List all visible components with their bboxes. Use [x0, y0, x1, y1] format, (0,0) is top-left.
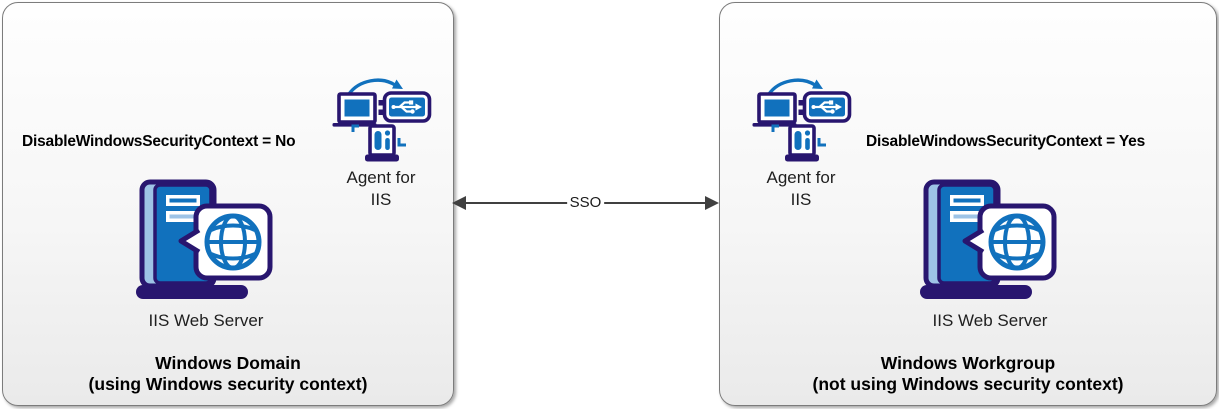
iis-web-server-icon	[136, 178, 276, 302]
agent-for-iis-label: Agent for IIS	[329, 167, 433, 211]
panel-title-windows-workgroup: Windows Workgroup	[880, 353, 1056, 373]
agent-for-iis-icon	[329, 74, 433, 166]
iis-web-server-label: IIS Web Server	[148, 311, 264, 330]
agent-for-iis-icon-svg	[329, 74, 433, 166]
iis-web-server-icon	[920, 178, 1060, 302]
setting-text-domain: DisableWindowsSecurityContext = No	[22, 133, 296, 150]
agent-for-iis-label: Agent for IIS	[749, 167, 853, 211]
agent-label-line1: Agent for	[346, 168, 416, 187]
agent-label-line2: IIS	[370, 190, 392, 209]
sso-label: SSO	[566, 194, 605, 212]
agent-for-iis-icon-svg	[749, 74, 853, 166]
setting-text-workgroup: DisableWindowsSecurityContext = Yes	[866, 133, 1145, 150]
agent-label-line1: Agent for	[766, 168, 836, 187]
iis-web-server-icon-svg	[136, 178, 276, 302]
iis-web-server-label: IIS Web Server	[932, 311, 1048, 330]
panel-subtitle-windows-workgroup: (not using Windows security context)	[812, 374, 1124, 394]
panel-subtitle-windows-domain: (using Windows security context)	[88, 374, 368, 394]
agent-for-iis-icon	[749, 74, 853, 166]
sso-connector: SSO	[452, 194, 719, 212]
panel-windows-domain: DisableWindowsSecurityContext = No Agent…	[2, 2, 454, 406]
arrow-right-icon	[705, 196, 719, 210]
panel-title-windows-domain: Windows Domain	[155, 353, 301, 373]
panel-windows-workgroup: DisableWindowsSecurityContext = Yes Agen…	[719, 2, 1217, 406]
agent-label-line2: IIS	[790, 190, 812, 209]
iis-web-server-icon-svg	[920, 178, 1060, 302]
arrow-left-icon	[452, 196, 466, 210]
